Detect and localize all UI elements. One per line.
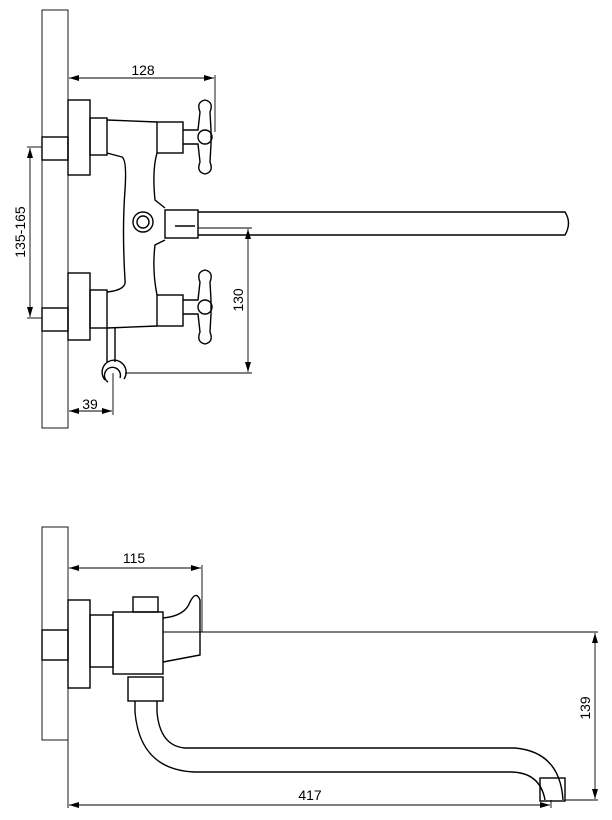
dimension-417: 417 — [67, 740, 552, 808]
dimension-label-130: 130 — [230, 288, 246, 312]
dimension-label-417: 417 — [298, 787, 322, 803]
wall-hatch — [41, 9, 69, 429]
dimension-label-135-165: 135-165 — [12, 206, 28, 258]
top-view: 128 135-165 130 39 — [12, 9, 570, 429]
wall-flanges — [67, 99, 108, 341]
swivel-spout — [198, 211, 570, 236]
cross-handle-hot — [183, 99, 213, 175]
dimension-115: 115 — [69, 550, 203, 632]
shower-holder — [101, 328, 127, 415]
dimension-128: 128 — [69, 62, 216, 132]
dimension-135-165: 135-165 — [12, 146, 42, 319]
s-spout — [134, 701, 564, 801]
connector-nut — [89, 614, 114, 668]
dimension-39: 39 — [69, 396, 112, 414]
dimension-label-139: 139 — [577, 696, 593, 720]
wall-hatch-side — [41, 526, 69, 741]
dimension-label-128: 128 — [131, 62, 155, 78]
dimension-label-39: 39 — [82, 396, 98, 412]
valve-body — [112, 594, 201, 702]
side-view: 115 139 417 — [41, 526, 598, 808]
spout-aerator — [539, 777, 566, 802]
wall-flange-side — [67, 599, 91, 689]
dimension-label-115: 115 — [123, 550, 146, 566]
cross-handle-cold — [183, 269, 213, 345]
dimension-130: 130 — [125, 227, 252, 374]
mixer-body — [106, 119, 199, 329]
dimension-139: 139 — [163, 631, 598, 801]
